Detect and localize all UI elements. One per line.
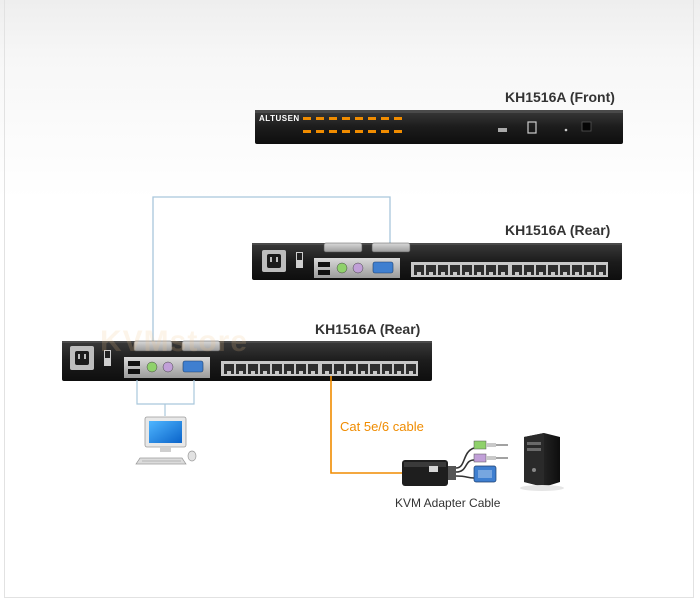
- rj45-port: [370, 364, 380, 374]
- port-led: [394, 130, 402, 133]
- rj45-port: [572, 265, 582, 275]
- rj45-port: [346, 364, 356, 374]
- port-led: [329, 117, 337, 120]
- cascade-cable: [152, 196, 391, 346]
- port-led: [368, 130, 376, 133]
- frame-border: [4, 0, 694, 598]
- rj45-port: [284, 364, 294, 374]
- kh1516a-rear-unit-bottom: [62, 340, 432, 381]
- front-unit-label: KH1516A (Front): [505, 89, 615, 105]
- rj45-port: [296, 364, 306, 374]
- port-led: [381, 117, 389, 120]
- rj45-port: [596, 265, 606, 275]
- brand-logo: ALTUSEN: [259, 114, 300, 123]
- port-led: [329, 130, 337, 133]
- rj45-port: [414, 265, 424, 275]
- rj45-port: [536, 265, 546, 275]
- port-led: [303, 117, 311, 120]
- rj45-port: [308, 364, 318, 374]
- rj45-port: [512, 265, 522, 275]
- rj45-port: [462, 265, 472, 275]
- rj45-port: [486, 265, 496, 275]
- port-led: [394, 117, 402, 120]
- kh1516a-front-unit: [255, 110, 623, 144]
- rj45-port: [358, 364, 368, 374]
- rj45-port: [260, 364, 270, 374]
- console-cables: [136, 380, 195, 416]
- server-tower-icon: [520, 433, 564, 491]
- port-led: [355, 130, 363, 133]
- rj45-port: [474, 265, 484, 275]
- rj45-port: [498, 265, 508, 275]
- rj45-port: [394, 364, 404, 374]
- rj45-port: [248, 364, 258, 374]
- port-led: [316, 117, 324, 120]
- front-port-leds: [303, 117, 402, 133]
- port-led: [316, 130, 324, 133]
- port-led: [303, 130, 311, 133]
- rj45-port: [236, 364, 246, 374]
- rj45-port: [548, 265, 558, 275]
- port-led: [368, 117, 376, 120]
- rj45-port: [584, 265, 594, 275]
- rj45-port: [334, 364, 344, 374]
- rj45-port: [224, 364, 234, 374]
- rj45-port: [322, 364, 332, 374]
- rj45-port: [382, 364, 392, 374]
- rj45-port: [406, 364, 416, 374]
- rj45-port: [560, 265, 570, 275]
- rj45-port: [426, 265, 436, 275]
- cat-cable-label: Cat 5e/6 cable: [340, 419, 424, 434]
- port-led: [342, 117, 350, 120]
- kvm-adapter-label: KVM Adapter Cable: [395, 496, 501, 510]
- rj45-port: [438, 265, 448, 275]
- rj45-port: [524, 265, 534, 275]
- kh1516a-rear-unit-top: [252, 242, 622, 280]
- rj45-port: [450, 265, 460, 275]
- rear-top-unit-label: KH1516A (Rear): [505, 222, 611, 238]
- kvm-adapter-icon: [402, 440, 508, 486]
- port-led: [381, 130, 389, 133]
- port-led: [355, 117, 363, 120]
- rear-top-rj45-ports: [414, 265, 606, 275]
- rear-bottom-unit-label: KH1516A (Rear): [315, 321, 421, 337]
- watermark-logo: KVMstore: [100, 325, 249, 358]
- port-led: [342, 130, 350, 133]
- rear-bottom-rj45-ports: [224, 364, 416, 374]
- rj45-port: [272, 364, 282, 374]
- cat-cable: [330, 376, 402, 474]
- console-monitor-icon: [135, 416, 197, 465]
